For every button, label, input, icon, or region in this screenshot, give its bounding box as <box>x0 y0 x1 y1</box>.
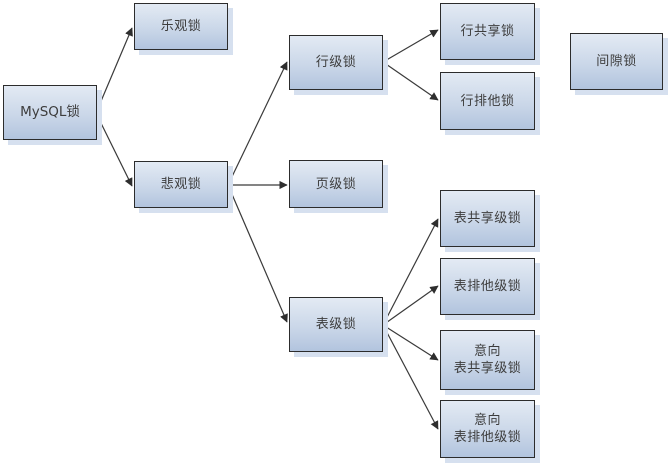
node-table-level-lock[interactable]: 表级锁 <box>289 297 383 352</box>
node-label: 间隙锁 <box>596 54 637 69</box>
node-label: MySQL锁 <box>20 104 80 120</box>
edge-pessimistic-lock-to-row-level-lock <box>227 61 288 186</box>
edge-table-level-lock-to-table-shared-lock <box>382 218 439 326</box>
node-intent-table-shared-lock[interactable]: 意向 表共享级锁 <box>440 330 535 390</box>
node-label: 行级锁 <box>315 55 357 70</box>
edge-mysql-lock-to-pessimistic-lock <box>95 112 133 187</box>
edge-row-level-lock-to-row-exclusive-lock <box>382 61 439 101</box>
node-label: 表级锁 <box>315 317 357 332</box>
edge-table-level-lock-to-intent-table-exclusive-lock <box>382 324 439 430</box>
edge-mysql-lock-to-optimistic-lock <box>95 27 133 114</box>
node-label: 行排他锁 <box>460 93 515 109</box>
edge-table-level-lock-to-intent-table-shared-lock <box>382 324 439 361</box>
edge-table-level-lock-to-table-exclusive-lock <box>382 285 439 326</box>
edge-pessimistic-lock-to-table-level-lock <box>227 184 288 323</box>
node-label: 悲观锁 <box>160 177 202 192</box>
node-label: 意向 表共享级锁 <box>453 344 522 376</box>
node-table-exclusive-lock[interactable]: 表排他级锁 <box>440 258 535 315</box>
edge-row-level-lock-to-row-shared-lock <box>382 29 439 63</box>
node-row-exclusive-lock[interactable]: 行排他锁 <box>440 72 535 130</box>
node-label: 表共享级锁 <box>453 211 522 226</box>
node-label: 乐观锁 <box>160 19 202 34</box>
node-label: 页级锁 <box>315 176 357 192</box>
node-page-level-lock[interactable]: 页级锁 <box>289 160 383 208</box>
node-label: 行共享锁 <box>460 24 515 39</box>
node-label: 意向 表排他级锁 <box>453 413 522 445</box>
node-table-shared-lock[interactable]: 表共享级锁 <box>440 190 535 247</box>
node-label: 表排他级锁 <box>453 279 522 294</box>
connector-lines <box>95 27 439 430</box>
node-row-level-lock[interactable]: 行级锁 <box>289 35 383 90</box>
node-mysql-lock[interactable]: MySQL锁 <box>3 85 97 140</box>
node-gap-lock[interactable]: 间隙锁 <box>570 33 663 90</box>
node-intent-table-exclusive-lock[interactable]: 意向 表排他级锁 <box>440 400 535 458</box>
node-optimistic-lock[interactable]: 乐观锁 <box>134 3 228 50</box>
node-pessimistic-lock[interactable]: 悲观锁 <box>134 161 228 208</box>
node-row-shared-lock[interactable]: 行共享锁 <box>440 3 535 60</box>
